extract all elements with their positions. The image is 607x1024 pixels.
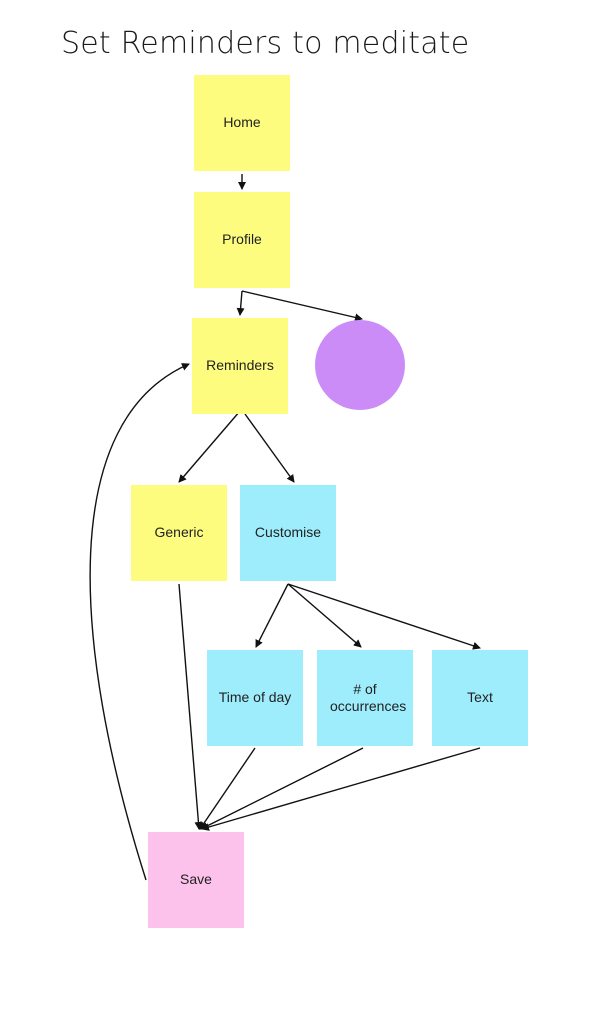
- node-profile-label: Profile: [222, 231, 262, 248]
- edge-text-save: [201, 747, 481, 831]
- node-home[interactable]: Home: [194, 75, 290, 171]
- edge-generic-save: [178, 583, 203, 830]
- edge-customise-text: [287, 583, 481, 650]
- node-profile[interactable]: Profile: [194, 192, 290, 288]
- edge-profile-reminders: [236, 290, 245, 316]
- node-generic[interactable]: Generic: [131, 485, 227, 581]
- node-generic-label: Generic: [154, 524, 204, 541]
- edge-save-reminders: [89, 363, 190, 881]
- node-occurrences-label: # of occurrences: [330, 680, 407, 715]
- edge-customise-occurrences: [287, 583, 362, 648]
- node-text[interactable]: Text: [432, 650, 528, 746]
- node-customise[interactable]: Customise: [240, 485, 336, 581]
- edge-reminders-customise: [244, 413, 295, 483]
- node-reminders[interactable]: Reminders: [192, 318, 288, 414]
- edge-profile-circle: [241, 290, 363, 322]
- node-save-label: Save: [180, 871, 212, 888]
- edge-customise-timeofday: [255, 583, 289, 648]
- node-time-of-day-label: Time of day: [218, 689, 292, 706]
- node-home-label: Home: [223, 114, 261, 131]
- node-customise-label: Customise: [254, 524, 322, 541]
- diagram-title: Set Reminders to meditate: [61, 26, 470, 61]
- node-circle[interactable]: [315, 320, 405, 410]
- edge-occurrences-save: [200, 747, 364, 830]
- edge-reminders-generic: [178, 410, 241, 483]
- node-text-label: Text: [467, 689, 493, 706]
- node-time-of-day[interactable]: Time of day: [207, 650, 303, 746]
- node-save[interactable]: Save: [148, 832, 244, 928]
- edge-timeofday-save: [199, 747, 256, 830]
- node-reminders-label: Reminders: [206, 357, 274, 374]
- node-occurrences[interactable]: # of occurrences: [317, 650, 413, 746]
